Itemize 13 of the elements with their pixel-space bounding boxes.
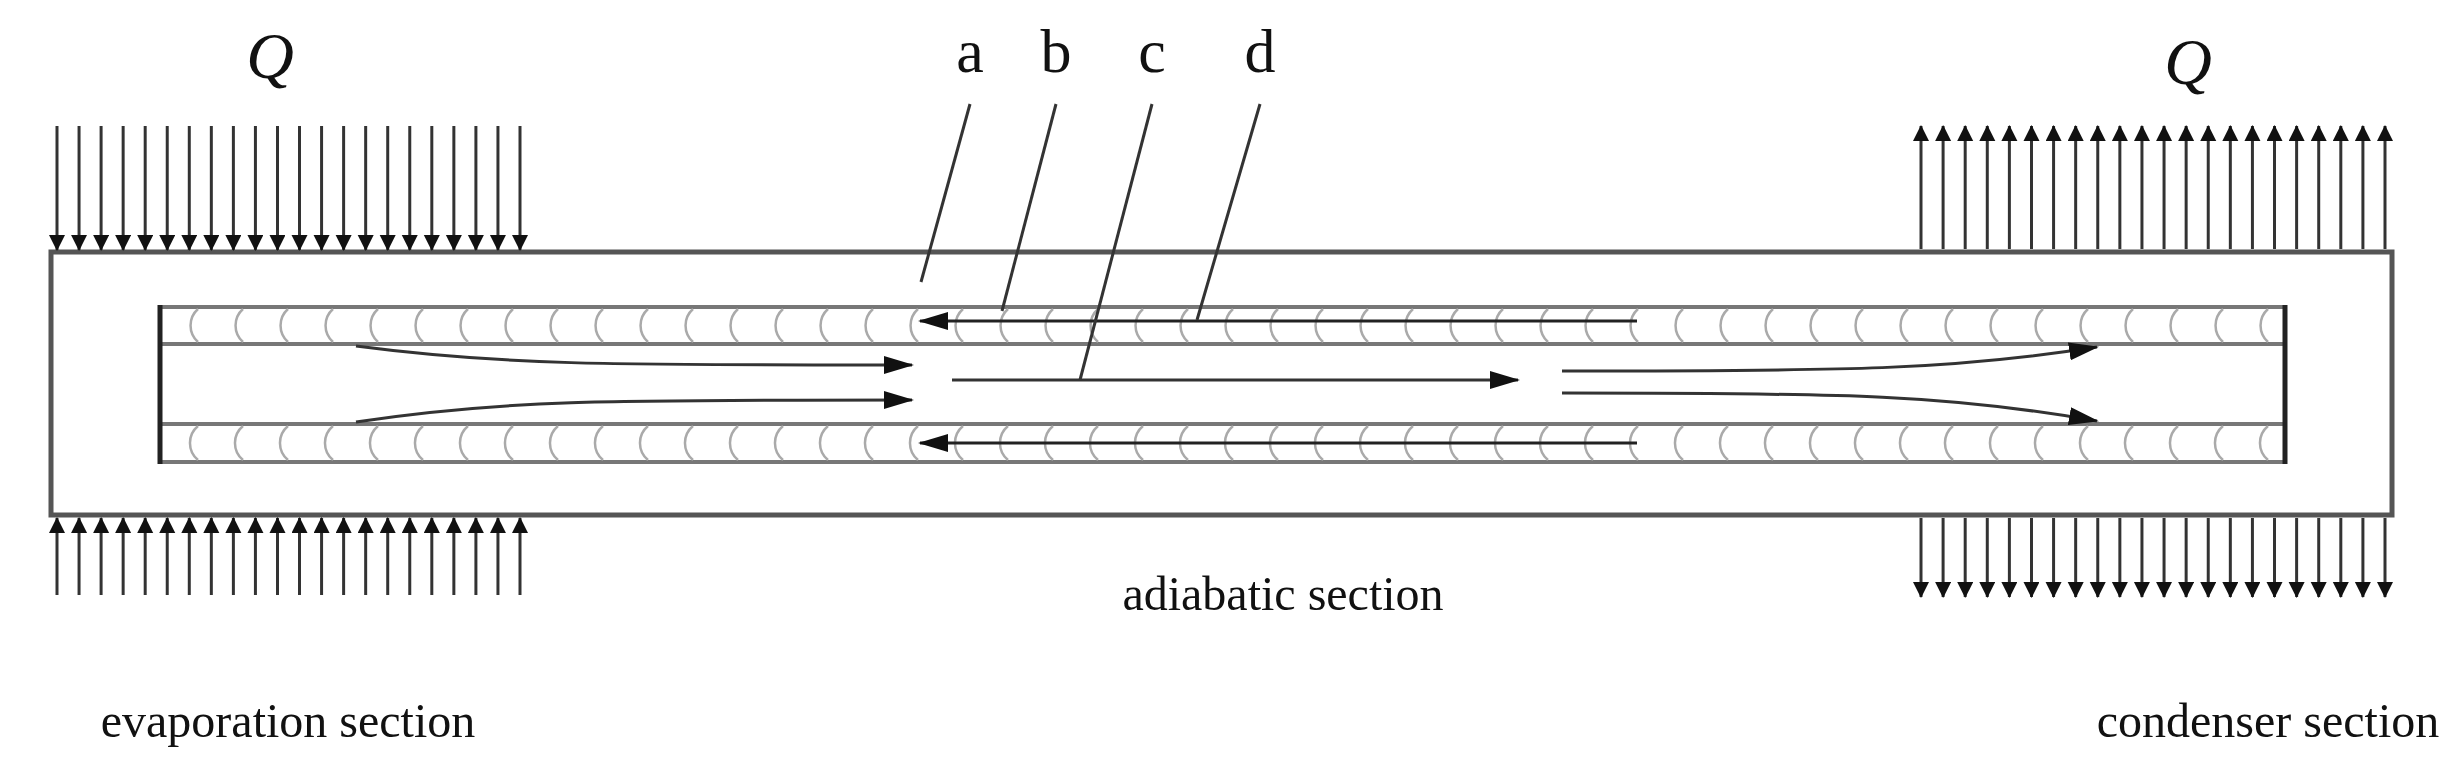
leader-line [1078,103,1154,381]
leader-line [1195,103,1262,321]
callout-letter: c [1122,20,1182,104]
callout-letter: b [1026,20,1086,104]
heat-symbol: Q [2164,26,2212,99]
section-label: adiabatic section [1122,568,1444,621]
leader-line [1000,103,1058,312]
callout-letter: a [940,20,1000,104]
section-label: condenser section [2096,695,2440,748]
heat-symbol: Q [246,20,294,93]
callout-letter: d [1230,20,1290,104]
section-label: evaporation section [100,695,476,748]
leader-line [919,103,972,283]
